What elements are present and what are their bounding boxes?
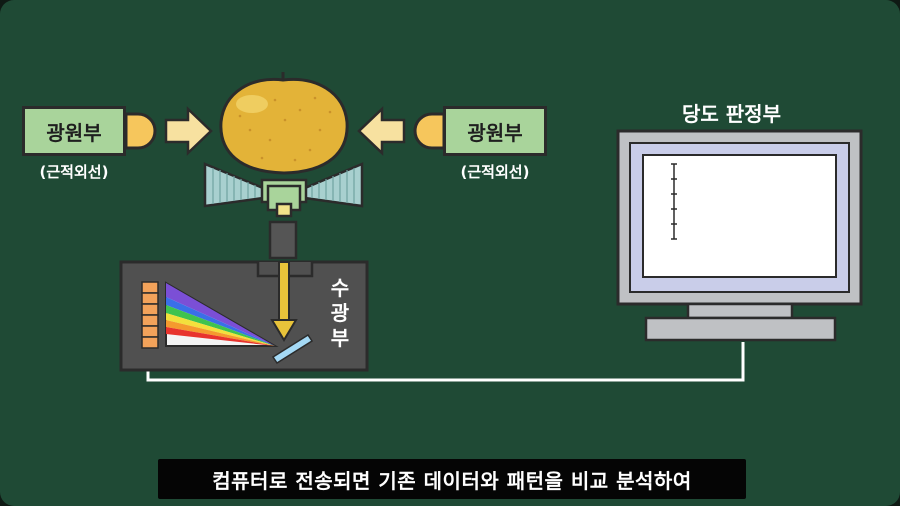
receiver-body xyxy=(119,260,369,372)
monitor xyxy=(616,129,863,342)
left-light-source-sublabel: (근적외선) xyxy=(39,163,109,181)
grating xyxy=(271,333,314,365)
sensor-array xyxy=(141,281,159,349)
pear-fruit xyxy=(219,72,349,175)
beam-arrow-icon xyxy=(270,261,298,342)
caption-box: 컴퓨터로 전송되면 기존 데이터와 패턴을 비교 분석하여 xyxy=(158,459,746,499)
right-light-source-sublabel: (근적외선) xyxy=(460,163,530,181)
left-light-source-label: 광원부 xyxy=(46,120,102,145)
receiver-label: 수 광 부 xyxy=(325,276,355,351)
receiver-label-char: 부 xyxy=(330,326,350,350)
holder xyxy=(203,162,364,218)
judgement-title: 당도 판정부 xyxy=(682,102,781,126)
tube xyxy=(268,220,298,260)
right-light-source-label: 광원부 xyxy=(467,120,523,145)
caption-text: 컴퓨터로 전송되면 기존 데이터와 패턴을 비교 분석하여 xyxy=(212,468,692,493)
right-light-source: 광원부 xyxy=(443,106,547,156)
left-light-source: 광원부 xyxy=(22,106,126,156)
right-emitter xyxy=(413,112,446,150)
right-arrow-icon xyxy=(357,106,406,156)
left-emitter xyxy=(124,112,157,150)
receiver-label-char: 광 xyxy=(330,301,350,325)
receiver-label-char: 수 xyxy=(330,276,350,300)
spectrum xyxy=(165,281,279,347)
left-arrow-icon xyxy=(164,106,213,156)
